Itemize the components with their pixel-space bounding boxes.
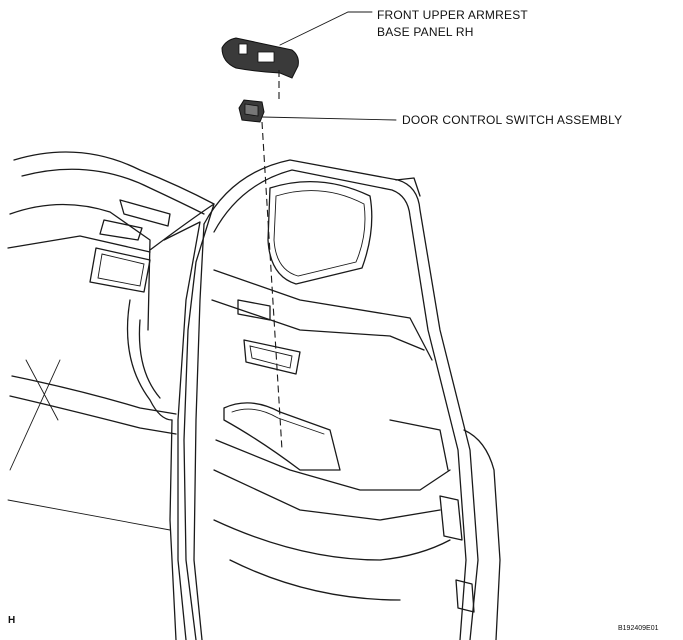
front-door: [193, 159, 501, 640]
armrest-base-panel: [221, 37, 299, 79]
view-marker: H: [8, 615, 16, 626]
figure-code: B192409E01: [618, 625, 659, 632]
door-opening: [149, 203, 215, 640]
armrest-panel-label-line1: FRONT UPPER ARMREST: [377, 8, 528, 22]
door-switch-label: DOOR CONTROL SWITCH ASSEMBLY: [402, 113, 623, 127]
installation-axis: [261, 70, 283, 451]
leader-lines: [261, 11, 397, 121]
armrest-panel-label: FRONT UPPER ARMREST BASE PANEL RH: [377, 7, 528, 41]
armrest-panel-label-line2: BASE PANEL RH: [377, 25, 474, 39]
door-control-switch: [238, 99, 265, 123]
dashboard-outline: [7, 151, 215, 531]
